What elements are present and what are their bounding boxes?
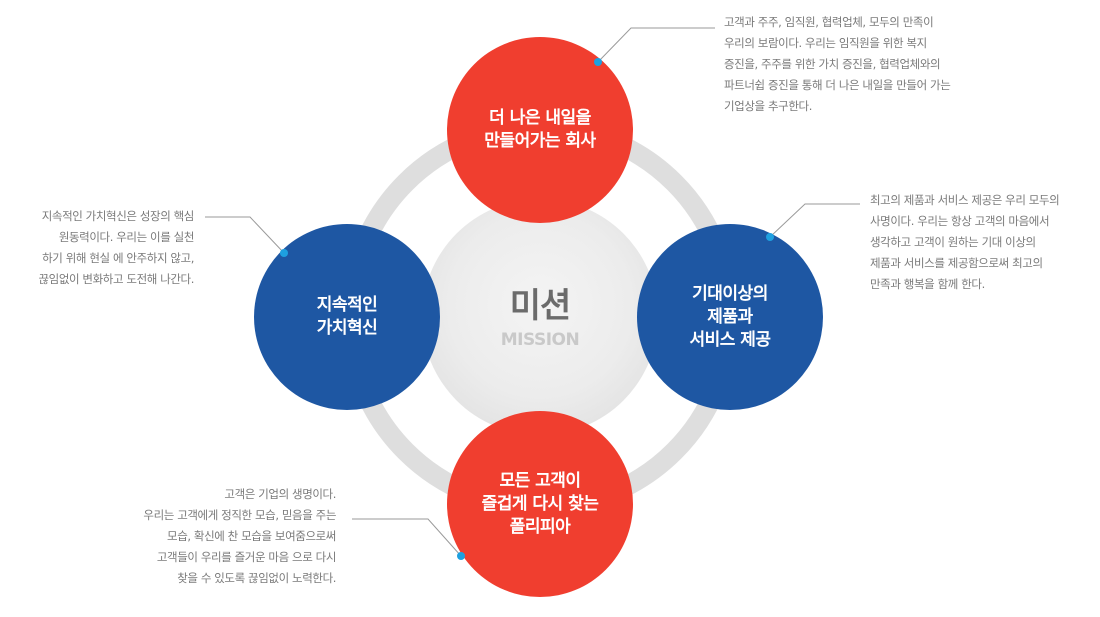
node-top-desc-line-2: 우리의 보람이다. 우리는 임직원을 위한 복지	[724, 36, 927, 50]
connector-right	[769, 203, 860, 238]
node-right-desc-line-3: 생각하고 고객이 원하는 기대 이상의	[870, 235, 1036, 249]
connector-bottom	[352, 518, 462, 557]
node-left-circle	[254, 224, 440, 410]
connector-top	[597, 27, 715, 63]
node-bottom-circle	[447, 411, 633, 597]
node-right-desc-line-5: 만족과 행복을 함께 한다.	[870, 277, 985, 291]
connector-dot-right	[766, 233, 774, 241]
node-right-desc-line-4: 제품과 서비스를 제공함으로써 최고의	[870, 256, 1043, 270]
node-top-line-2: 만들어가는 회사	[484, 131, 596, 151]
node-bottom-line-3: 폴리피아	[509, 516, 571, 537]
center-disc	[422, 199, 658, 435]
node-top-circle	[447, 37, 633, 223]
node-bottom-label: 모든 고객이 즐겁게 다시 찾는 폴리피아	[447, 411, 633, 597]
connector-dot-left	[280, 249, 288, 257]
node-left-label: 지속적인 가치혁신	[254, 224, 440, 410]
node-bottom-desc-line-2: 우리는 고객에게 정직한 모습, 믿음을 주는	[143, 508, 336, 522]
connector-dot-bottom	[457, 552, 465, 560]
node-right-circle	[637, 224, 823, 410]
node-top-desc-line-3: 증진을, 주주를 위한 가치 증진을, 협력업체와의	[724, 57, 941, 71]
node-bottom-line-1: 모든 고객이	[499, 470, 581, 491]
node-top-desc-line-5: 기업상을 추구한다.	[724, 99, 812, 113]
node-top-line-1: 더 나은 내일을	[489, 108, 591, 128]
connector-dot-top	[594, 58, 602, 66]
center-title: 미션	[509, 286, 572, 326]
node-left-description: 지속적인 가치혁신은 성장의 핵심 원동력이다. 우리는 이를 실천 하기 위해…	[38, 206, 194, 290]
node-left-line-2: 가치혁신	[316, 318, 378, 338]
node-left-line-1: 지속적인	[316, 295, 378, 315]
node-bottom-desc-line-5: 찾을 수 있도록 끊임없이 노력한다.	[177, 571, 336, 585]
node-left-desc-line-3: 하기 위해 현실 에 안주하지 않고,	[42, 251, 194, 265]
node-right-line-3: 서비스 제공	[689, 329, 771, 350]
node-bottom-description: 고객은 기업의 생명이다. 우리는 고객에게 정직한 모습, 믿음을 주는 모습…	[143, 484, 336, 589]
node-right-line-2: 제품과	[707, 306, 753, 327]
connector-left	[205, 216, 285, 254]
node-bottom-desc-line-4: 고객들이 우리를 즐거운 마음 으로 다시	[156, 550, 337, 564]
node-top-desc-line-1: 고객과 주주, 임직원, 협력업체, 모두의 만족이	[724, 15, 934, 29]
node-left-desc-line-1: 지속적인 가치혁신은 성장의 핵심	[41, 209, 195, 223]
node-bottom-desc-line-1: 고객은 기업의 생명이다.	[224, 487, 336, 501]
node-right-line-1: 기대이상의	[692, 283, 768, 304]
node-right-desc-line-2: 사명이다. 우리는 항상 고객의 마음에서	[870, 214, 1050, 228]
node-top-label: 더 나은 내일을 만들어가는 회사	[447, 37, 633, 223]
node-left-desc-line-2: 원동력이다. 우리는 이를 실천	[58, 230, 195, 244]
node-left-desc-line-4: 끊임없이 변화하고 도전해 나간다.	[38, 272, 194, 286]
center-subtitle: MISSION	[500, 330, 580, 350]
node-right-description: 최고의 제품과 서비스 제공은 우리 모두의 사명이다. 우리는 항상 고객의 …	[870, 190, 1060, 295]
node-right-label: 기대이상의 제품과 서비스 제공	[637, 224, 823, 410]
node-top-description: 고객과 주주, 임직원, 협력업체, 모두의 만족이 우리의 보람이다. 우리는…	[724, 12, 951, 117]
node-top-desc-line-4: 파트너쉽 증진을 통해 더 나은 내일을 만들어 가는	[724, 78, 951, 92]
node-right-desc-line-1: 최고의 제품과 서비스 제공은 우리 모두의	[870, 193, 1060, 207]
node-bottom-desc-line-3: 모습, 확신에 찬 모습을 보여줌으로써	[167, 529, 336, 543]
node-bottom-line-2: 즐겁게 다시 찾는	[481, 493, 599, 514]
